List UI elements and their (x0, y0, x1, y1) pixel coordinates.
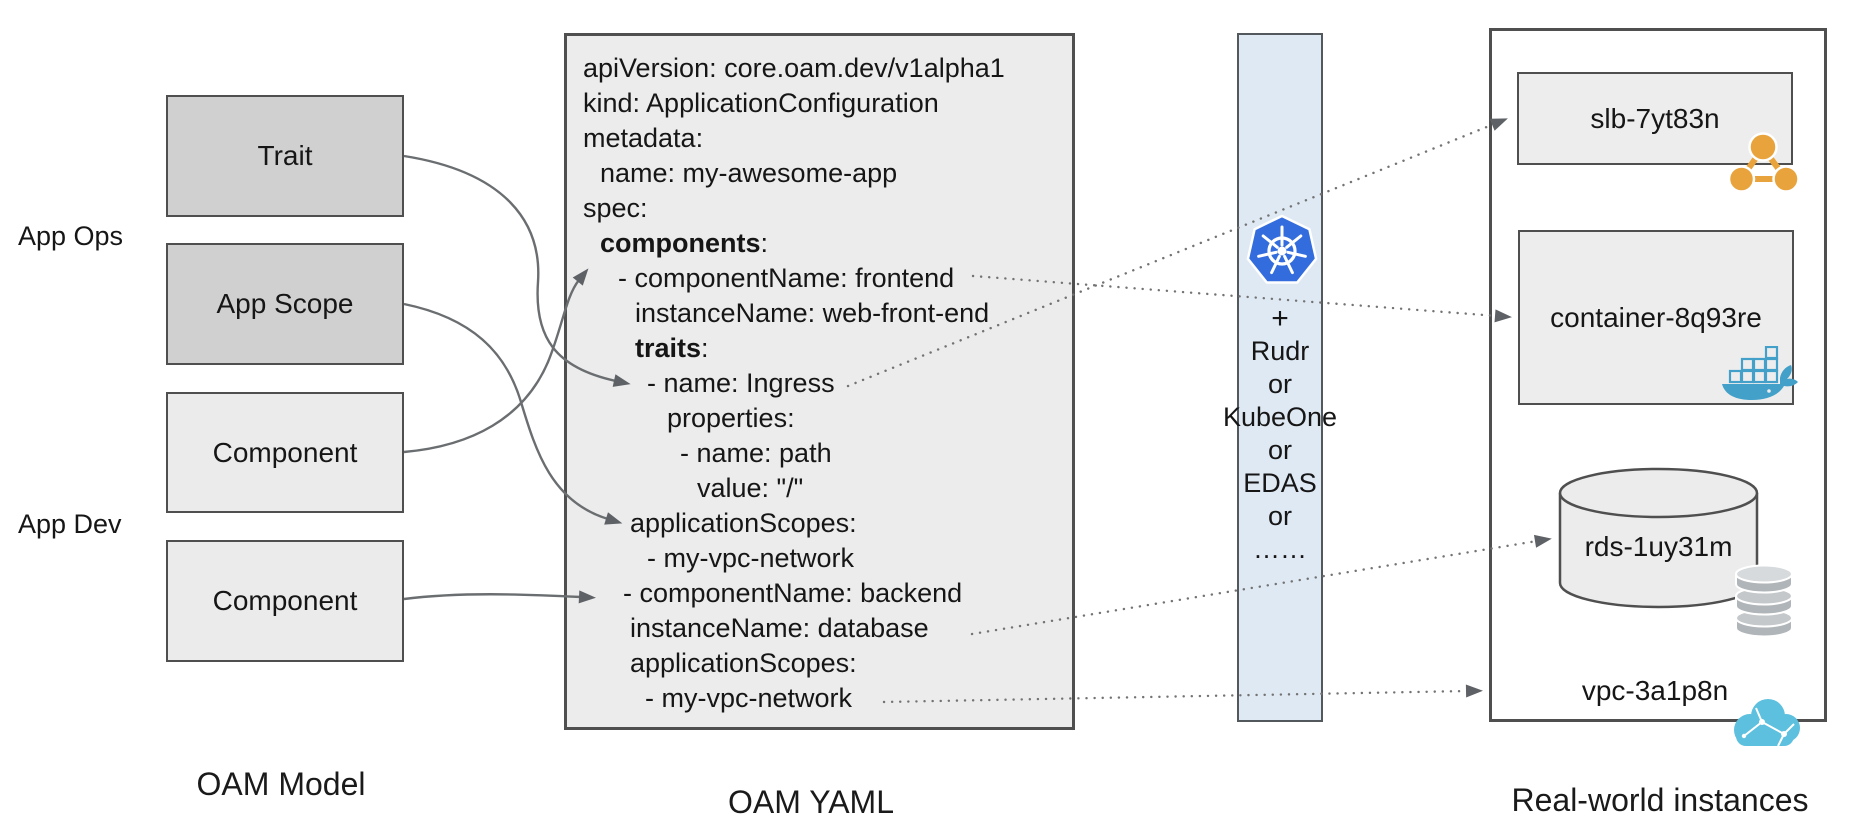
cloud-network-icon (1734, 699, 1800, 747)
trait-box-label: Trait (257, 140, 313, 171)
yaml-line: - componentName: frontend (618, 263, 955, 293)
yaml-line: value: "/" (697, 473, 804, 503)
yaml-line: - name: path (680, 438, 832, 468)
oam-model-caption: OAM Model (196, 766, 366, 802)
platform-bar-line: …… (1253, 534, 1307, 564)
app-scope-box-label: App Scope (216, 288, 354, 319)
yaml-line: - my-vpc-network (647, 543, 855, 573)
component-to-frontend-connector (403, 268, 589, 454)
vpc-instance-label: vpc-3a1p8n (1581, 675, 1729, 706)
yaml-line: instanceName: database (630, 613, 929, 643)
app-ops-label: App Ops (18, 221, 124, 251)
component-box-2: Component (166, 540, 404, 662)
database-stack-icon (1735, 564, 1793, 638)
platform-bar-line: Rudr (1250, 336, 1310, 366)
oam-yaml-caption: OAM YAML (728, 784, 894, 820)
yaml-line: name: my-awesome-app (600, 158, 898, 188)
component-box-2-label: Component (212, 585, 358, 616)
platform-bar-line: or (1267, 435, 1292, 465)
app-dev-label: App Dev (18, 509, 122, 539)
yaml-line: applicationScopes: (630, 508, 857, 538)
component-to-backend-connector (403, 590, 596, 604)
yaml-line: apiVersion: core.oam.dev/v1alpha1 (583, 53, 1005, 83)
component-box-1-label: Component (212, 436, 358, 468)
rds-instance-label: rds-1uy31m (1584, 531, 1733, 562)
yaml-line: traits: (635, 333, 709, 363)
yaml-line: spec: (583, 193, 648, 223)
yaml-line: - name: Ingress (647, 368, 835, 398)
slb-instance-box: slb-7yt83n (1517, 72, 1793, 165)
yaml-line: properties: (667, 403, 795, 433)
container-instance-label: container-8q93re (1550, 301, 1762, 333)
yaml-line: applicationScopes: (630, 648, 857, 678)
docker-whale-icon (1722, 346, 1798, 400)
container-instance-box: container-8q93re (1518, 230, 1794, 405)
platform-bar-line: + (1271, 302, 1289, 335)
yaml-code: apiVersion: core.oam.dev/v1alpha1 kind: A… (583, 51, 1070, 716)
app-scope-box: App Scope (166, 243, 404, 365)
platform-bar-line: EDAS (1243, 468, 1317, 498)
trait-box: Trait (166, 95, 404, 217)
yaml-line: instanceName: web-front-end (635, 298, 990, 328)
platform-bar-line: or (1267, 501, 1292, 531)
yaml-line: kind: ApplicationConfiguration (583, 88, 939, 118)
kubernetes-icon (1246, 214, 1318, 284)
yaml-line: metadata: (583, 123, 704, 153)
platform-bar-line: KubeOne (1222, 402, 1338, 432)
yaml-line: components: (600, 228, 769, 258)
yaml-line: - componentName: backend (623, 578, 963, 608)
real-world-instances-caption: Real-world instances (1511, 782, 1809, 818)
load-balancer-icon (1728, 132, 1800, 193)
component-box-1: Component (166, 392, 404, 513)
yaml-line: - my-vpc-network (645, 683, 853, 713)
platform-bar-line: or (1267, 369, 1292, 399)
slb-instance-label: slb-7yt83n (1590, 102, 1720, 134)
oam-yaml-box: apiVersion: core.oam.dev/v1alpha1 kind: A… (564, 33, 1075, 730)
